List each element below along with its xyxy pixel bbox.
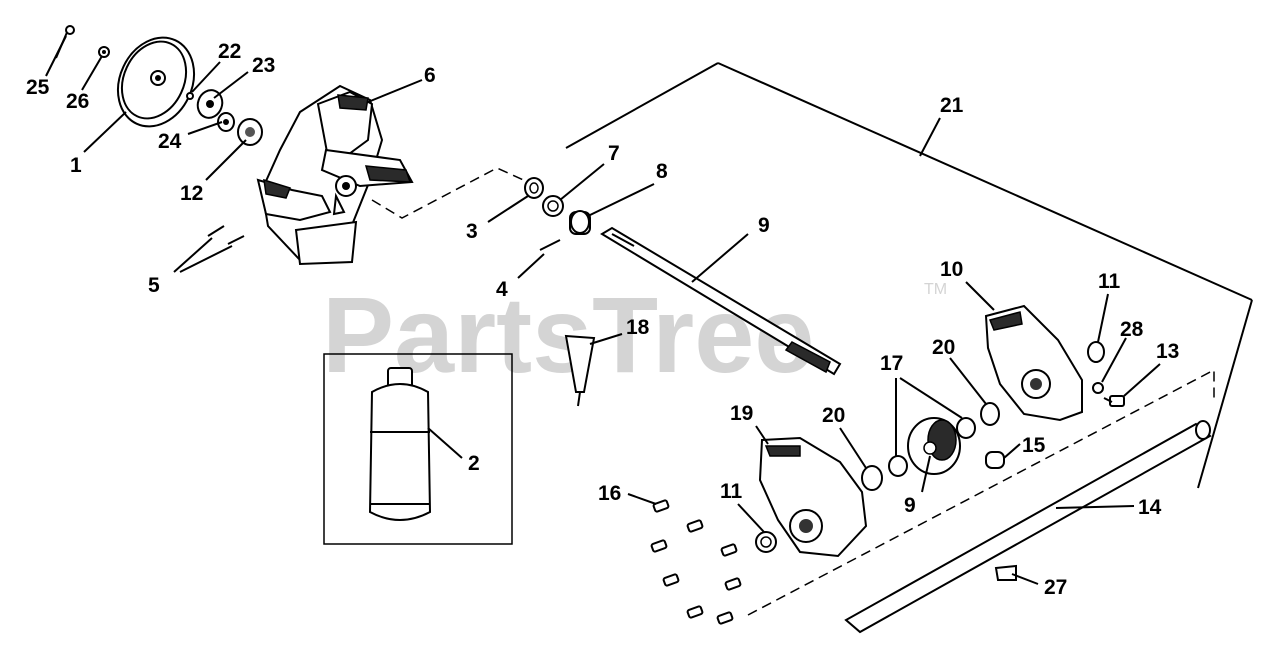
callout-22: 22 bbox=[218, 40, 241, 63]
watermark-trademark: TM bbox=[924, 281, 947, 298]
part-28-washer bbox=[1092, 382, 1104, 394]
part-12-flange bbox=[237, 118, 263, 146]
part-17-washer-b bbox=[956, 417, 976, 439]
callout-19: 19 bbox=[730, 402, 753, 425]
callout-6: 6 bbox=[424, 64, 436, 87]
callout-16: 16 bbox=[598, 482, 621, 505]
part-2-bottle bbox=[368, 367, 432, 521]
callout-23: 23 bbox=[252, 54, 275, 77]
part-2-box bbox=[323, 353, 513, 545]
callout-20-upper: 20 bbox=[932, 336, 955, 359]
callout-4: 4 bbox=[496, 278, 508, 301]
part-18-grease-tube bbox=[564, 334, 596, 407]
callout-15: 15 bbox=[1022, 434, 1046, 457]
part-24-bearing bbox=[217, 112, 235, 132]
part-15-bushing bbox=[985, 451, 1005, 469]
part-27-key bbox=[994, 564, 1017, 581]
part-22-screw bbox=[186, 92, 194, 100]
callout-26: 26 bbox=[66, 90, 89, 113]
part-14-axle bbox=[844, 420, 1212, 634]
callout-8: 8 bbox=[656, 160, 668, 183]
part-19-gear-case bbox=[758, 436, 868, 558]
part-17-washer-a bbox=[888, 455, 908, 477]
callout-17: 17 bbox=[880, 352, 903, 375]
callout-7: 7 bbox=[608, 142, 620, 165]
callout-13: 13 bbox=[1156, 340, 1179, 363]
callout-10: 10 bbox=[940, 258, 963, 281]
callouts: 25 26 1 22 23 24 12 6 5 3 7 8 4 9 18 21 … bbox=[26, 40, 1179, 599]
callout-9-gear: 9 bbox=[904, 494, 916, 517]
callout-1: 1 bbox=[70, 154, 82, 177]
callout-12: 12 bbox=[180, 182, 203, 205]
part-8-bearing bbox=[569, 210, 591, 235]
callout-20-lower: 20 bbox=[822, 404, 845, 427]
part-10-gear-case bbox=[984, 304, 1083, 422]
part-4-pin bbox=[539, 239, 561, 251]
assembly-bracket-21 bbox=[565, 62, 1253, 489]
part-25-bolt bbox=[55, 25, 75, 59]
callout-2: 2 bbox=[468, 452, 480, 475]
callout-11-lower: 11 bbox=[720, 480, 743, 503]
callout-5: 5 bbox=[148, 274, 160, 297]
part-5-pins bbox=[207, 225, 245, 245]
part-20-bushing-upper bbox=[980, 402, 1000, 426]
leader-lines bbox=[45, 35, 1161, 585]
part-16-bolts bbox=[650, 499, 742, 625]
callout-24: 24 bbox=[158, 130, 182, 153]
callout-11-upper: 11 bbox=[1098, 270, 1121, 293]
part-11-seal-upper bbox=[1087, 341, 1105, 363]
part-9-shaft bbox=[600, 226, 842, 376]
callout-21: 21 bbox=[940, 94, 964, 117]
phantom-line-axle bbox=[747, 368, 1215, 616]
phantom-line-shaft bbox=[371, 167, 529, 219]
part-1-pulley bbox=[117, 36, 195, 128]
callout-28: 28 bbox=[1120, 318, 1144, 341]
part-6-impeller bbox=[256, 84, 414, 266]
part-9-gear bbox=[907, 417, 961, 475]
callout-25: 25 bbox=[26, 76, 50, 99]
callout-3: 3 bbox=[466, 220, 478, 243]
callout-27: 27 bbox=[1044, 576, 1067, 599]
callout-18: 18 bbox=[626, 316, 650, 339]
part-20-bushing-lower bbox=[861, 465, 883, 491]
part-13-bolt bbox=[1103, 395, 1125, 407]
callout-9-shaft: 9 bbox=[758, 214, 770, 237]
callout-14: 14 bbox=[1138, 496, 1162, 519]
